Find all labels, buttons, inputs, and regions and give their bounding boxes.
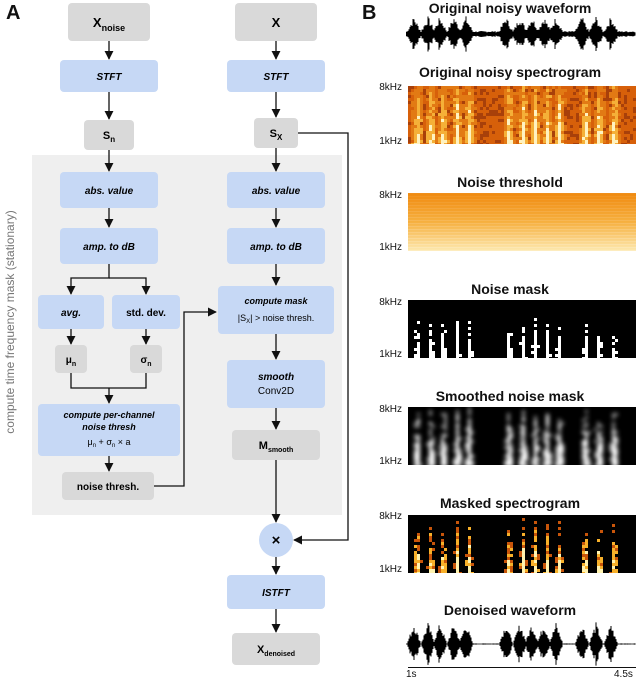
freq-label-low: 1kHz — [379, 349, 402, 360]
denoised-waveform-trace — [406, 622, 636, 666]
svg-text:×: × — [272, 532, 281, 549]
svg-text:σn: σn — [140, 355, 151, 368]
time-label-start: 1s — [406, 669, 417, 680]
svg-text:Xnoise: Xnoise — [93, 15, 125, 33]
freq-label-low: 1kHz — [379, 136, 402, 147]
svg-text:|SX| > noise thresh.: |SX| > noise thresh. — [238, 313, 314, 325]
title-denoised-waveform: Denoised waveform — [443, 602, 577, 618]
svg-text:X: X — [272, 15, 281, 30]
box-x: X — [235, 3, 317, 41]
time-label-end: 4.5s — [614, 669, 633, 680]
box-s-n: Sn — [84, 120, 134, 150]
svg-text:STFT: STFT — [97, 72, 123, 83]
box-noise-thresh: noise thresh. — [62, 472, 154, 500]
box-x-noise: Xnoise — [68, 3, 150, 41]
svg-text:avg.: avg. — [61, 308, 81, 319]
box-smooth: smooth Conv2D — [227, 360, 325, 408]
box-abs-value-left: abs. value — [60, 172, 158, 208]
svg-text:SX: SX — [270, 128, 283, 142]
freq-label-high: 8kHz — [379, 511, 402, 522]
box-avg: avg. — [38, 295, 104, 329]
freq-label-high: 8kHz — [379, 404, 402, 415]
box-stft-left: STFT — [60, 60, 158, 92]
svg-text:STFT: STFT — [264, 72, 290, 83]
mask-computation-panel — [32, 155, 342, 515]
freq-label-low: 1kHz — [379, 456, 402, 467]
box-std-dev: std. dev. — [112, 295, 180, 329]
box-stft-right: STFT — [227, 60, 325, 92]
noise-threshold-image — [408, 193, 636, 251]
title-smoothed-mask: Smoothed noise mask — [435, 388, 585, 404]
svg-text:μn + σn × a: μn + σn × a — [88, 437, 131, 449]
svg-text:compute mask: compute mask — [244, 296, 308, 306]
noise-mask-image — [408, 300, 636, 358]
box-s-x: SX — [254, 118, 298, 148]
freq-label-low: 1kHz — [379, 564, 402, 575]
box-m-smooth: Msmooth — [232, 430, 320, 460]
svg-text:smooth: smooth — [258, 372, 294, 383]
box-sigma-n: σn — [130, 345, 162, 373]
time-axis — [408, 667, 636, 668]
svg-text:abs. value: abs. value — [85, 186, 134, 197]
svg-text:amp. to dB: amp. to dB — [250, 242, 302, 253]
right-arrows — [271, 41, 349, 633]
multiply-node: × — [259, 523, 293, 557]
svg-text:Conv2D: Conv2D — [258, 386, 294, 397]
box-mu-n: μn — [55, 345, 87, 373]
svg-text:amp. to dB: amp. to dB — [83, 242, 135, 253]
title-original-spectrogram: Original noisy spectrogram — [418, 64, 602, 80]
freq-label-high: 8kHz — [379, 82, 402, 93]
vertical-label: compute time frequency mask (stationary) — [3, 210, 17, 433]
svg-text:noise thresh.: noise thresh. — [77, 482, 139, 493]
svg-text:compute per-channel: compute per-channel — [63, 410, 155, 420]
original-waveform-trace — [406, 16, 636, 52]
box-compute-thresh: compute per-channel noise thresh μn + σn… — [38, 404, 180, 456]
svg-text:abs. value: abs. value — [252, 186, 301, 197]
title-masked-spectrogram: Masked spectrogram — [439, 495, 581, 511]
freq-label-high: 8kHz — [379, 190, 402, 201]
title-original-waveform: Original noisy waveform — [428, 0, 592, 16]
panel-a-letter: A — [6, 2, 21, 24]
svg-text:noise thresh: noise thresh — [82, 422, 136, 432]
original-spectrogram — [408, 86, 636, 144]
svg-text:Sn: Sn — [103, 130, 115, 144]
box-compute-mask: compute mask |SX| > noise thresh. — [218, 286, 334, 334]
original-waveform — [406, 16, 636, 52]
denoised-waveform — [406, 622, 636, 666]
box-abs-value-right: abs. value — [227, 172, 325, 208]
freq-label-high: 8kHz — [379, 297, 402, 308]
svg-text:Msmooth: Msmooth — [259, 440, 293, 454]
freq-label-low: 1kHz — [379, 242, 402, 253]
svg-text:Xdenoised: Xdenoised — [257, 644, 295, 658]
svg-text:μn: μn — [66, 355, 76, 368]
svg-text:std. dev.: std. dev. — [126, 308, 166, 319]
smoothed-mask-image — [408, 407, 636, 465]
panel-b-letter: B — [362, 2, 377, 24]
box-x-denoised: Xdenoised — [232, 633, 320, 665]
masked-spectrogram-image — [408, 515, 636, 573]
svg-text:ISTFT: ISTFT — [262, 588, 291, 599]
flow-diagram: compute time frequency mask (stationary)… — [3, 3, 349, 665]
box-amp-to-db-right: amp. to dB — [227, 228, 325, 264]
box-istft: ISTFT — [227, 575, 325, 609]
box-amp-to-db-left: amp. to dB — [60, 228, 158, 264]
title-noise-threshold: Noise threshold — [457, 174, 563, 190]
left-arrows — [66, 41, 217, 487]
title-noise-mask: Noise mask — [471, 281, 549, 297]
